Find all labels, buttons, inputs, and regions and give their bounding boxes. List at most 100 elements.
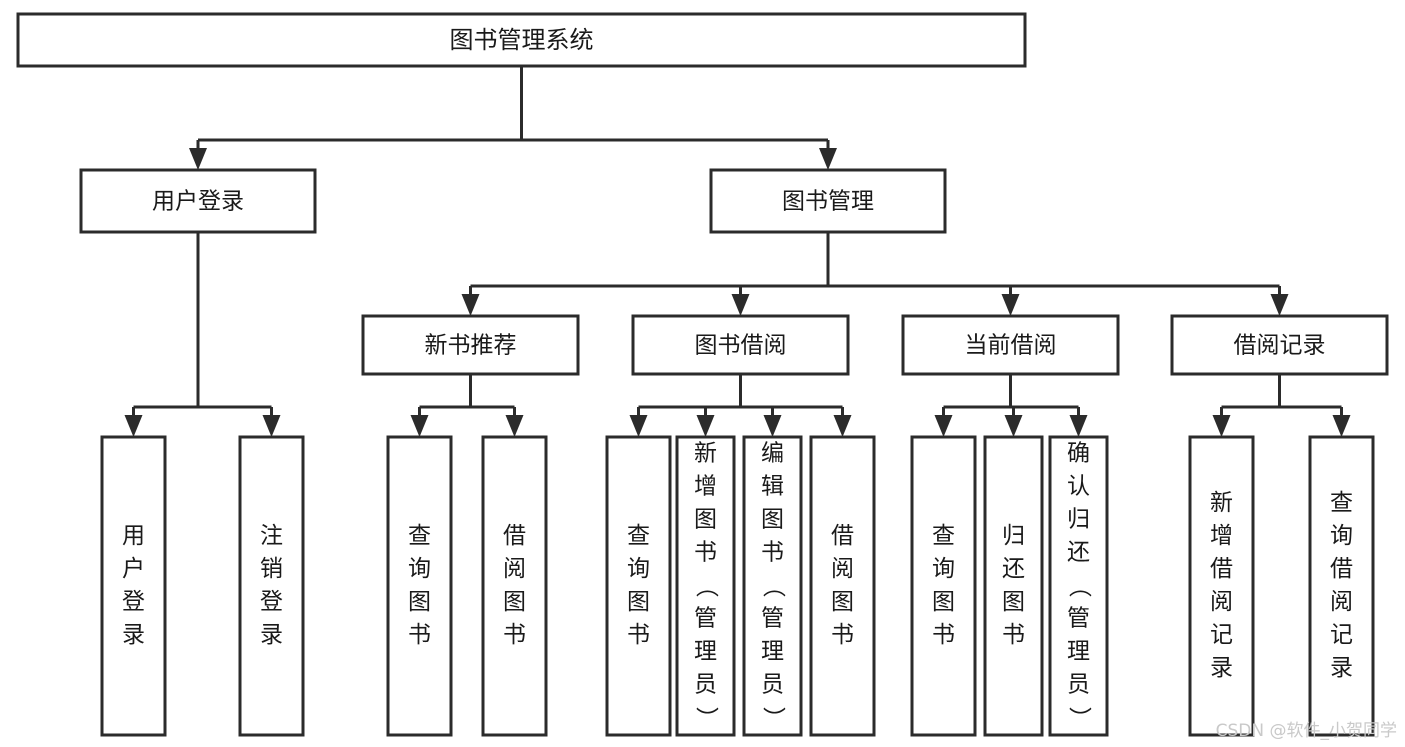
svg-text:）: ） bbox=[1066, 707, 1092, 730]
arrow-head-leaf-logout bbox=[262, 415, 281, 437]
svg-text:理: 理 bbox=[761, 639, 784, 665]
svg-text:借: 借 bbox=[503, 523, 526, 549]
node-user-login[interactable]: 用户登录 bbox=[79, 168, 317, 234]
node-box-leaf-return-book bbox=[983, 435, 1044, 737]
svg-text:书: 书 bbox=[761, 540, 784, 566]
svg-text:图: 图 bbox=[627, 589, 650, 615]
svg-text:图: 图 bbox=[932, 589, 955, 615]
svg-text:图: 图 bbox=[761, 507, 784, 533]
arrow-head-leaf-edit-book bbox=[763, 415, 782, 437]
svg-text:记: 记 bbox=[1330, 622, 1353, 648]
svg-text:记: 记 bbox=[1210, 622, 1233, 648]
arrow-head-new-book-recommend bbox=[461, 294, 480, 316]
connector-root-to-level2 bbox=[189, 66, 837, 170]
svg-text:管: 管 bbox=[694, 606, 717, 632]
svg-text:确: 确 bbox=[1067, 441, 1090, 467]
svg-text:）: ） bbox=[760, 707, 786, 730]
node-box-leaf-add-book bbox=[675, 435, 736, 737]
svg-text:（: （ bbox=[760, 575, 786, 598]
arrow-head-leaf-confirm-return bbox=[1069, 415, 1088, 437]
arrow-head-leaf-borrow-book-rec bbox=[505, 415, 524, 437]
node-box-leaf-query-book-borrow bbox=[605, 435, 672, 737]
svg-text:书: 书 bbox=[694, 540, 717, 566]
arrow-head-leaf-borrow-book bbox=[833, 415, 852, 437]
connector-record-to-leaves bbox=[1212, 374, 1351, 437]
node-current-borrow[interactable]: 当前借阅 bbox=[901, 314, 1120, 376]
node-book-management[interactable]: 图书管理 bbox=[709, 168, 947, 234]
arrow-head-leaf-return-book bbox=[1004, 415, 1023, 437]
svg-text:书: 书 bbox=[503, 622, 526, 648]
svg-text:（: （ bbox=[693, 575, 719, 598]
node-box-leaf-confirm-return bbox=[1048, 435, 1109, 737]
svg-text:归: 归 bbox=[1002, 523, 1025, 549]
node-label-leaf-user-login: 用户登录 bbox=[122, 523, 145, 648]
node-label-user-login: 用户登录 bbox=[152, 189, 244, 215]
node-box-leaf-borrow-book-rec bbox=[481, 435, 548, 737]
node-box-root bbox=[16, 12, 1027, 68]
node-layer: 图书管理系统用户登录图书管理新书推荐图书借阅当前借阅借阅记录用户登录注销登录查询… bbox=[16, 12, 1389, 737]
svg-text:管: 管 bbox=[761, 606, 784, 632]
node-root[interactable]: 图书管理系统 bbox=[16, 12, 1027, 68]
svg-text:销: 销 bbox=[260, 556, 283, 582]
svg-text:增: 增 bbox=[1210, 523, 1233, 549]
node-label-current-borrow: 当前借阅 bbox=[965, 333, 1057, 359]
node-leaf-user-login[interactable]: 用户登录 bbox=[100, 435, 167, 737]
arrow-head-user-login bbox=[189, 148, 207, 170]
connector-layer bbox=[124, 66, 1351, 437]
svg-text:书: 书 bbox=[831, 622, 854, 648]
svg-text:查: 查 bbox=[1330, 490, 1353, 516]
node-label-book-management: 图书管理 bbox=[782, 189, 874, 215]
svg-text:图: 图 bbox=[503, 589, 526, 615]
node-box-new-book-recommend bbox=[361, 314, 580, 376]
node-box-leaf-add-record bbox=[1188, 435, 1255, 737]
arrow-head-leaf-query-book-borrow bbox=[629, 415, 648, 437]
svg-text:员: 员 bbox=[1067, 672, 1090, 698]
node-box-book-borrow bbox=[631, 314, 850, 376]
connector-bookmgmt-to-level3 bbox=[461, 232, 1289, 316]
svg-text:录: 录 bbox=[1330, 655, 1353, 681]
node-box-leaf-user-login bbox=[100, 435, 167, 737]
node-box-leaf-query-book-rec bbox=[386, 435, 453, 737]
node-label-root: 图书管理系统 bbox=[450, 26, 594, 54]
arrow-head-leaf-query-record bbox=[1332, 415, 1351, 437]
svg-text:图: 图 bbox=[831, 589, 854, 615]
svg-text:阅: 阅 bbox=[1210, 589, 1233, 615]
arrow-head-leaf-add-book bbox=[696, 415, 715, 437]
connector-borrow-to-leaves bbox=[629, 374, 852, 437]
node-label-borrow-record: 借阅记录 bbox=[1234, 333, 1326, 359]
svg-text:录: 录 bbox=[122, 622, 145, 648]
svg-text:员: 员 bbox=[694, 672, 717, 698]
svg-text:员: 员 bbox=[761, 672, 784, 698]
node-label-new-book-recommend: 新书推荐 bbox=[425, 333, 517, 359]
arrow-head-leaf-user-login bbox=[124, 415, 143, 437]
svg-text:（: （ bbox=[1066, 575, 1092, 598]
node-borrow-record[interactable]: 借阅记录 bbox=[1170, 314, 1389, 376]
node-book-borrow[interactable]: 图书借阅 bbox=[631, 314, 850, 376]
svg-text:询: 询 bbox=[408, 556, 431, 582]
node-box-leaf-query-record bbox=[1308, 435, 1375, 737]
svg-text:）: ） bbox=[693, 707, 719, 730]
arrow-head-book-borrow bbox=[731, 294, 750, 316]
node-new-book-recommend[interactable]: 新书推荐 bbox=[361, 314, 580, 376]
svg-text:书: 书 bbox=[408, 622, 431, 648]
arrow-head-borrow-record bbox=[1270, 294, 1289, 316]
